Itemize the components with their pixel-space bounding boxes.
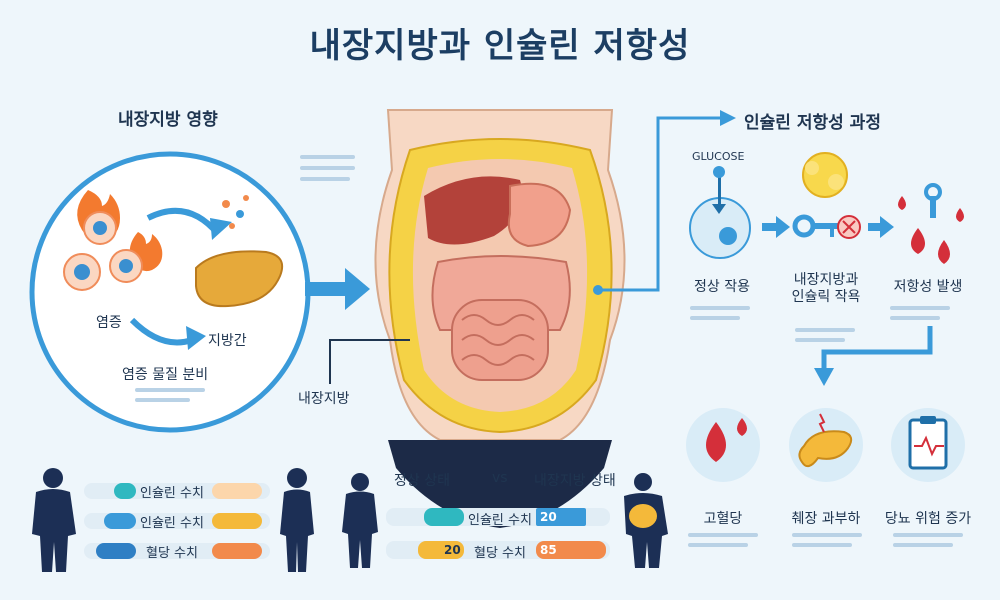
right-heading: 인슐린 저항성 과정	[744, 113, 881, 133]
outcome-pancreas: 췌장 과부하	[791, 511, 861, 527]
normal-cell-icon	[689, 166, 751, 259]
inflammation-label: 염증	[96, 315, 122, 331]
visceral-state-label: 내장지방 상태	[534, 473, 616, 489]
torso-illustration	[374, 109, 626, 528]
left-heading: 내장지방 영향	[118, 110, 218, 130]
arrow-to-secretion	[129, 317, 193, 346]
cmp-label-1: 인슐린 수치	[468, 513, 532, 528]
cmp-normal-bar-2	[418, 541, 464, 559]
body-silhouette-icon	[342, 473, 378, 568]
body-silhouette-icon	[32, 468, 76, 572]
bar-right-1	[212, 483, 262, 499]
bar-label-2: 인슐린 수치	[140, 516, 204, 531]
body-silhouette-icon	[624, 473, 668, 568]
cmp-normal-value-2: 20	[444, 543, 461, 557]
connector-line	[598, 116, 722, 292]
visceral-fat-label: 내장지방	[298, 391, 350, 407]
cmp-visceral-bar-2	[536, 541, 606, 559]
fat-blob-icon	[802, 152, 848, 198]
pancreas-icon	[798, 430, 853, 468]
step-resistance: 저항성 발생	[893, 279, 963, 295]
bar-right-3	[212, 543, 262, 559]
underwear	[388, 440, 612, 528]
outcome-diabetes: 당뇨 위험 증가	[884, 511, 972, 527]
normal-state-label: 정상 상태	[394, 473, 450, 489]
bar-left-2	[104, 513, 136, 529]
step-normal: 정상 작용	[694, 279, 750, 295]
blood-drop-icon	[706, 422, 726, 462]
bar-left-1	[114, 483, 136, 499]
step-visceral: 내장지방과 인슐릭 작욕	[791, 272, 861, 305]
lock-icon	[837, 215, 861, 239]
cmp-visceral-bar-1	[536, 508, 586, 526]
arrow-to-body	[305, 282, 350, 296]
bar-label-1: 인슐린 수치	[140, 486, 204, 501]
secretion-label: 염증 물질 분비	[122, 367, 209, 383]
body-silhouette-icon	[280, 468, 314, 572]
organ-liver	[424, 176, 523, 245]
fat-cell-icon	[63, 211, 143, 291]
arrow-step2	[868, 216, 894, 238]
bar-left-3	[96, 543, 136, 559]
cmp-visceral-value-1: 20	[540, 510, 557, 524]
glucose-label: GLUCOSE	[692, 150, 745, 163]
arrow-step1	[762, 216, 790, 238]
small-intestine	[451, 299, 549, 381]
cmp-normal-bar-1	[424, 508, 464, 526]
blood-drop-icon	[898, 183, 964, 264]
bar-right-2	[212, 513, 262, 529]
visceral-pointer-line	[329, 339, 410, 384]
page-title: 내장지방과 인슐린 저항성	[309, 26, 691, 66]
vs-label: vs	[492, 470, 508, 486]
cmp-visceral-value-2: 85	[540, 543, 557, 557]
cmp-label-2: 혈당 수치	[474, 546, 526, 561]
arrow-to-outcomes	[821, 326, 933, 372]
key-icon	[792, 214, 840, 238]
bar-label-3: 혈당 수치	[146, 546, 198, 561]
outcome-hyperglycemia: 고혈당	[703, 511, 743, 527]
fatty-liver-label: 지방간	[208, 333, 247, 349]
liver-icon	[195, 250, 284, 308]
